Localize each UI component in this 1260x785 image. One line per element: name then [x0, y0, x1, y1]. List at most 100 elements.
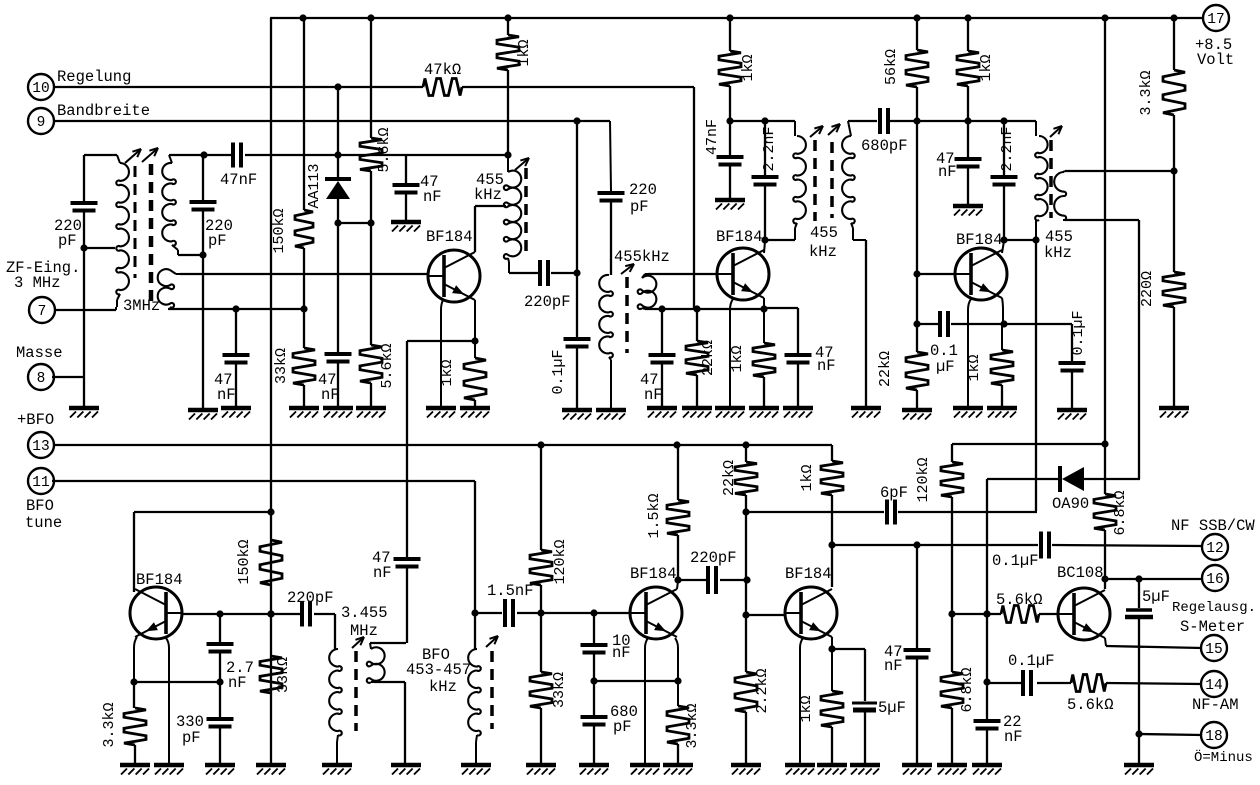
svg-text:BF184: BF184 [426, 228, 473, 246]
svg-text:11: 11 [32, 475, 49, 491]
svg-text:33kΩ: 33kΩ [551, 672, 568, 708]
svg-text:nF: nF [228, 674, 247, 692]
svg-text:220: 220 [205, 217, 233, 235]
svg-text:220: 220 [629, 181, 657, 199]
svg-text:1kΩ: 1kΩ [516, 39, 533, 66]
svg-text:33kΩ: 33kΩ [273, 348, 290, 384]
svg-text:kHz: kHz [429, 678, 457, 696]
svg-text:pF: pF [630, 198, 649, 216]
svg-text:1.5nF: 1.5nF [487, 582, 534, 600]
svg-text:3.3kΩ: 3.3kΩ [684, 703, 701, 748]
svg-text:nF: nF [612, 644, 631, 662]
svg-text:56kΩ: 56kΩ [883, 49, 900, 85]
svg-text:BF184: BF184 [136, 571, 183, 589]
svg-text:5.6kΩ: 5.6kΩ [376, 127, 393, 172]
svg-text:1kΩ: 1kΩ [799, 464, 816, 491]
svg-text:5.6kΩ: 5.6kΩ [1067, 696, 1114, 714]
svg-text:10: 10 [612, 632, 631, 650]
svg-text:120kΩ: 120kΩ [915, 457, 932, 502]
svg-text:OA90: OA90 [1052, 495, 1089, 513]
svg-text:16: 16 [1206, 572, 1223, 588]
svg-text:2.2nF: 2.2nF [761, 126, 778, 171]
svg-text:1kΩ: 1kΩ [439, 359, 456, 386]
svg-text:33kΩ: 33kΩ [275, 657, 292, 693]
svg-text:5.6kΩ: 5.6kΩ [996, 591, 1043, 609]
svg-text:BFO: BFO [26, 497, 54, 515]
svg-text:S-Meter: S-Meter [1180, 618, 1245, 636]
svg-text:1kΩ: 1kΩ [729, 345, 746, 372]
svg-text:47: 47 [815, 344, 834, 362]
svg-text:Bandbreite: Bandbreite [57, 102, 150, 120]
svg-text:pF: pF [58, 232, 77, 250]
svg-text:220pF: 220pF [287, 589, 334, 607]
svg-text:220pF: 220pF [690, 549, 737, 567]
svg-text:455: 455 [476, 171, 504, 189]
svg-text:0.1µF: 0.1µF [1070, 310, 1087, 355]
svg-text:nF: nF [938, 163, 957, 181]
svg-text:14: 14 [1205, 678, 1222, 694]
svg-text:AA113: AA113 [306, 163, 323, 208]
svg-text:5µF: 5µF [878, 699, 906, 717]
svg-text:455: 455 [810, 224, 838, 242]
svg-text:BF184: BF184 [785, 565, 832, 583]
svg-text:kHz: kHz [474, 186, 502, 204]
svg-text:+BFO: +BFO [17, 411, 54, 429]
svg-text:8: 8 [37, 371, 46, 387]
svg-text:2.2nF: 2.2nF [999, 126, 1016, 171]
svg-text:47: 47 [214, 371, 233, 389]
svg-text:NF SSB/CW: NF SSB/CW [1171, 517, 1255, 535]
svg-text:0.1: 0.1 [930, 342, 958, 360]
svg-text:18: 18 [1205, 729, 1222, 745]
svg-text:Masse: Masse [16, 344, 63, 362]
svg-text:µF: µF [936, 358, 955, 376]
svg-text:BC108: BC108 [1057, 564, 1104, 582]
svg-text:3MHz: 3MHz [123, 297, 160, 315]
svg-text:BF184: BF184 [716, 228, 763, 246]
svg-text:47: 47 [936, 150, 955, 168]
svg-text:22kΩ: 22kΩ [877, 351, 894, 387]
svg-text:22kΩ: 22kΩ [721, 460, 738, 496]
svg-text:3.3kΩ: 3.3kΩ [1138, 70, 1155, 115]
svg-text:7: 7 [38, 304, 47, 320]
svg-text:220pF: 220pF [524, 293, 571, 311]
svg-text:453-457: 453-457 [406, 661, 471, 679]
svg-text:NF-AM: NF-AM [1192, 696, 1239, 714]
svg-text:1kΩ: 1kΩ [798, 695, 815, 722]
svg-text:1.5kΩ: 1.5kΩ [646, 493, 663, 538]
svg-text:680pF: 680pF [861, 137, 908, 155]
svg-text:0.1µF: 0.1µF [1008, 652, 1055, 670]
svg-text:Regelung: Regelung [57, 68, 131, 86]
svg-text:680: 680 [610, 703, 638, 721]
svg-text:6.8kΩ: 6.8kΩ [959, 667, 976, 712]
svg-text:Ö=Minus: Ö=Minus [1194, 748, 1253, 766]
svg-text:0.1µF: 0.1µF [992, 552, 1039, 570]
svg-text:120kΩ: 120kΩ [552, 539, 569, 584]
svg-text:3.455: 3.455 [341, 604, 388, 622]
svg-text:9: 9 [37, 115, 46, 131]
svg-text:nF: nF [217, 386, 236, 404]
svg-text:6pF: 6pF [880, 484, 908, 502]
svg-text:BFO: BFO [422, 646, 450, 664]
svg-text:pF: pF [208, 232, 227, 250]
svg-text:13: 13 [32, 439, 49, 455]
svg-text:47nF: 47nF [220, 171, 257, 189]
svg-text:10: 10 [32, 81, 49, 97]
svg-text:nF: nF [1004, 728, 1023, 746]
svg-text:455kHz: 455kHz [614, 248, 670, 266]
svg-text:kHz: kHz [809, 243, 837, 261]
svg-text:1kΩ: 1kΩ [966, 354, 983, 381]
svg-text:0.1µF: 0.1µF [550, 349, 567, 394]
svg-text:nF: nF [817, 357, 836, 375]
svg-text:15: 15 [1205, 642, 1222, 658]
svg-text:pF: pF [182, 729, 201, 747]
svg-text:330: 330 [176, 713, 204, 731]
svg-text:pF: pF [613, 718, 632, 736]
svg-text:nF: nF [884, 657, 903, 675]
svg-text:47: 47 [372, 549, 391, 567]
svg-text:47: 47 [318, 371, 337, 389]
svg-text:+8.5: +8.5 [1195, 36, 1232, 54]
svg-text:455: 455 [1045, 228, 1073, 246]
svg-text:2.2kΩ: 2.2kΩ [754, 668, 771, 713]
svg-text:47: 47 [640, 371, 659, 389]
svg-text:47nF: 47nF [704, 119, 721, 155]
